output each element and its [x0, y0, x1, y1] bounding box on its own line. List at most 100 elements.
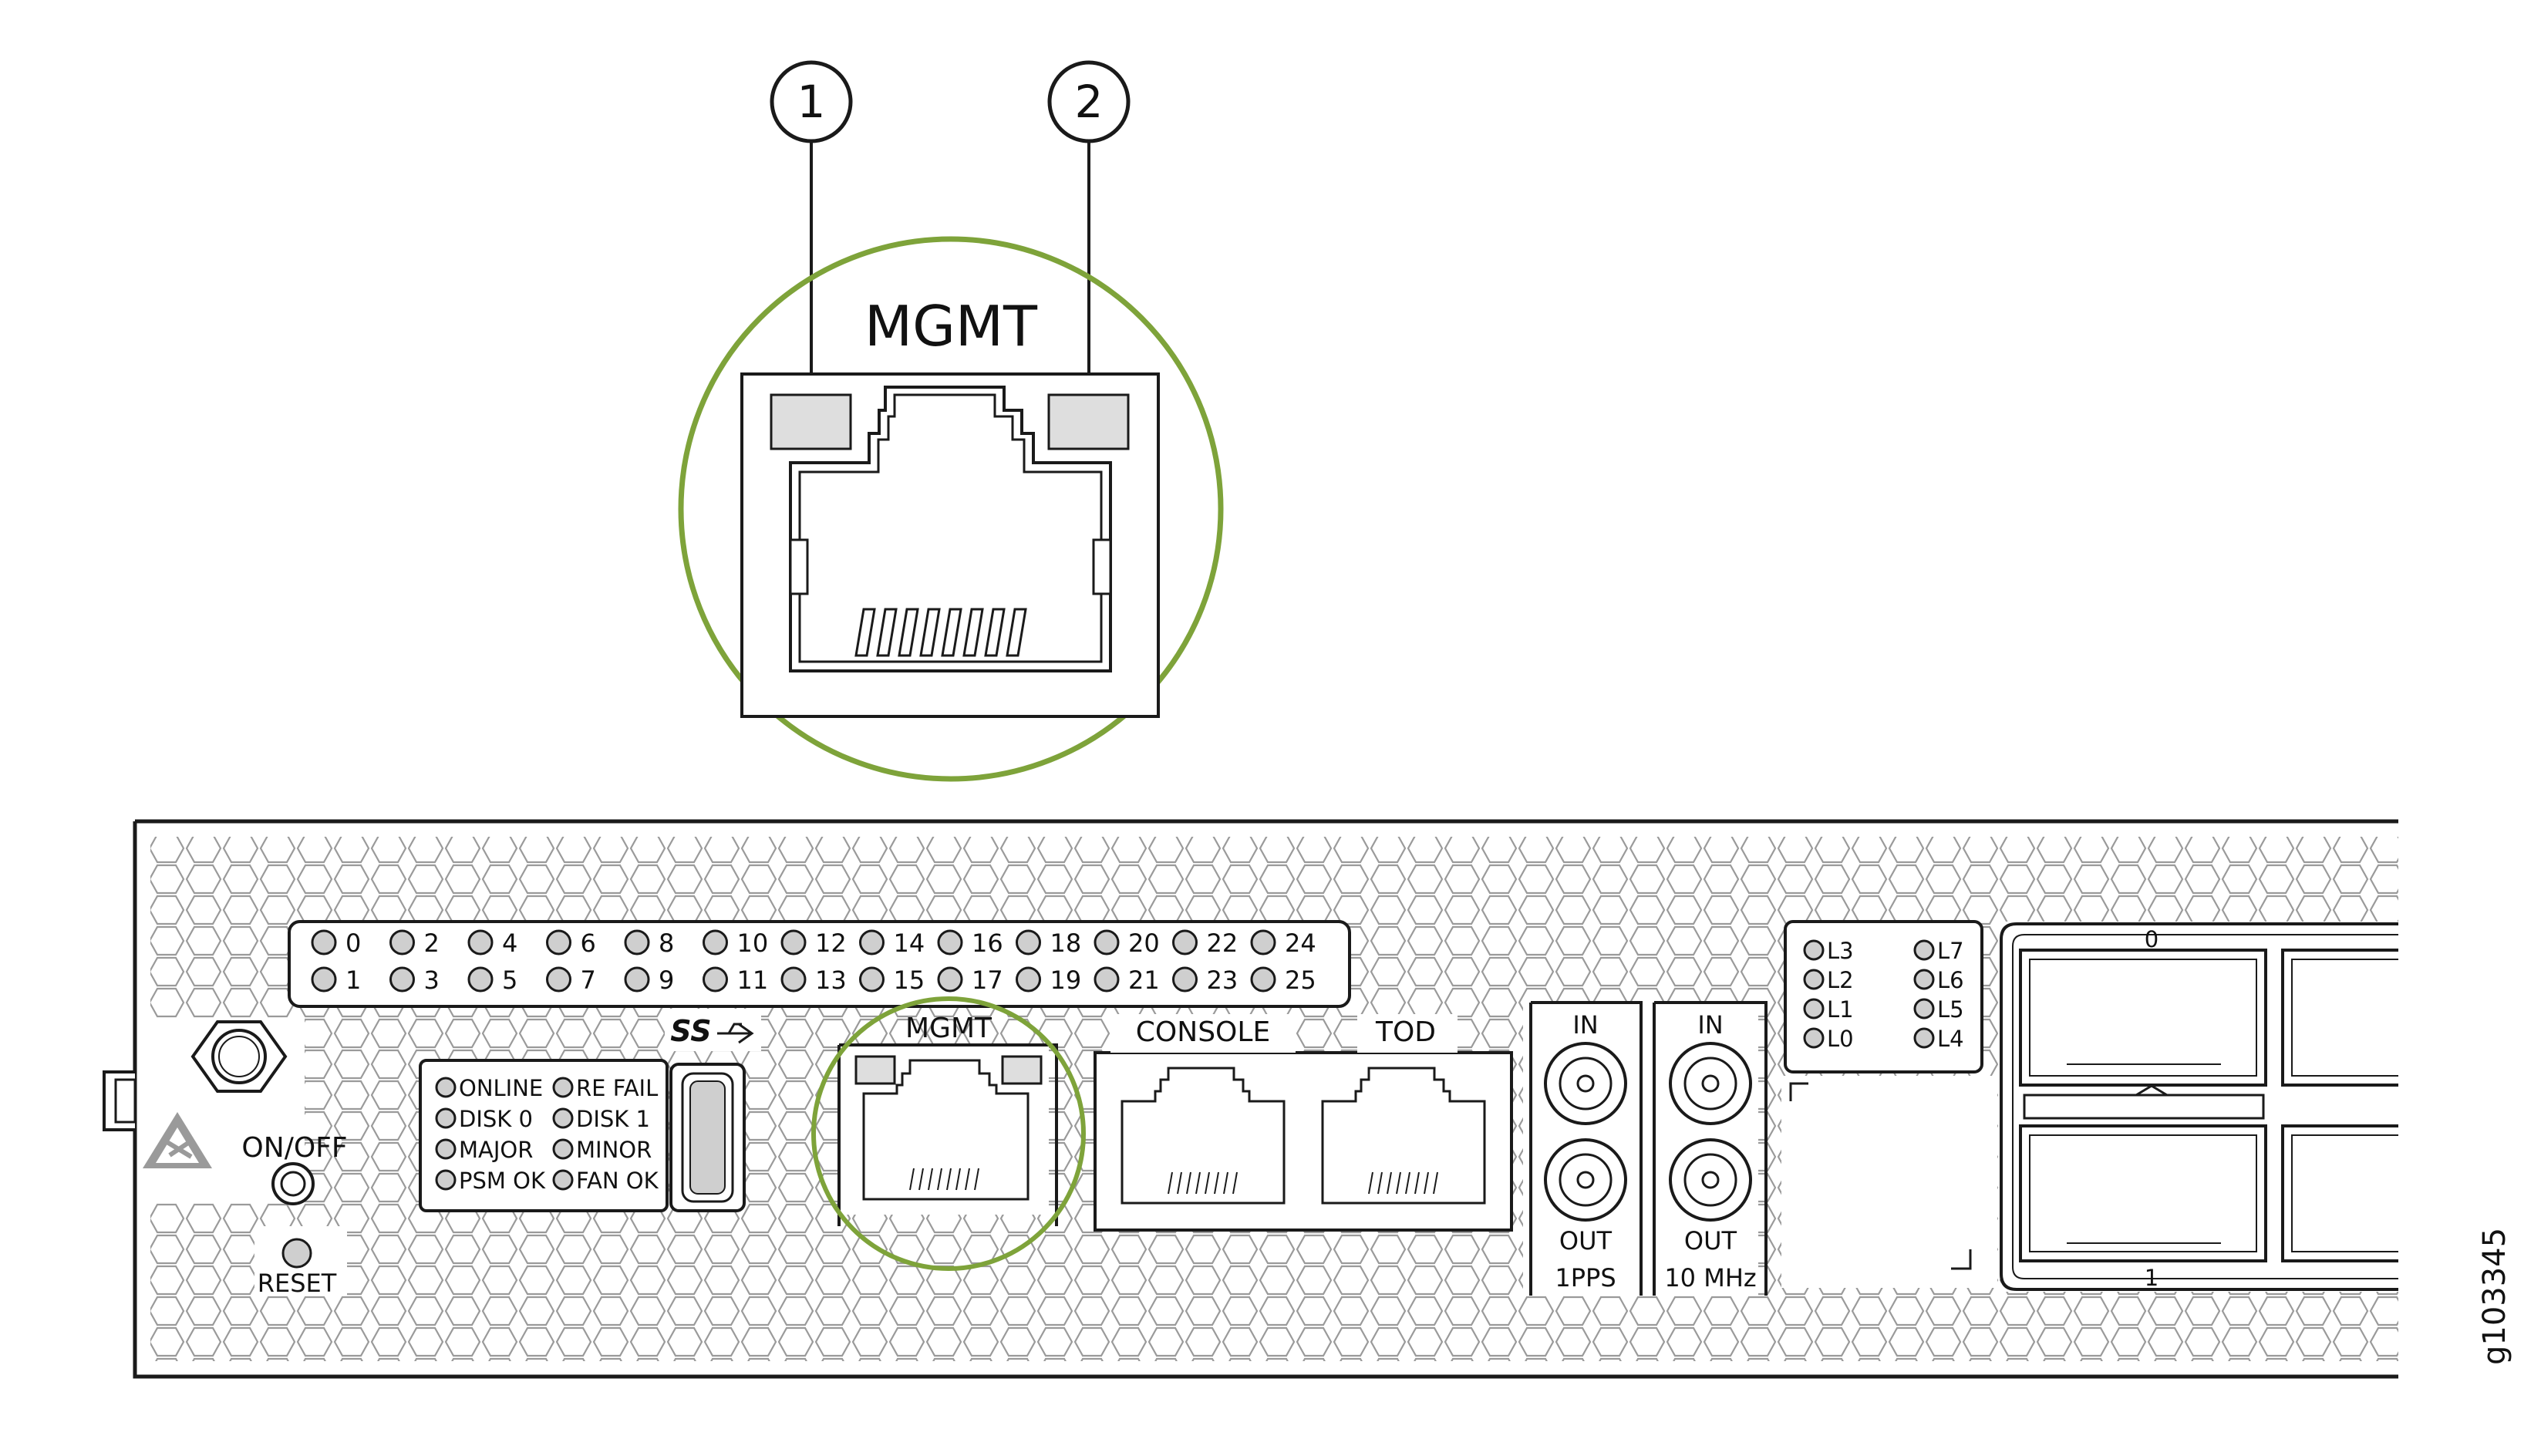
status-led-label: ONLINE — [459, 1075, 543, 1101]
zoomed-mgmt-view: 1 2 MGMT — [678, 60, 1224, 782]
port-led — [624, 966, 650, 993]
port-led — [389, 966, 415, 993]
port-led — [703, 929, 728, 956]
port-led — [780, 929, 807, 956]
mhz-in-connector[interactable] — [1669, 1042, 1752, 1125]
lane-led-label: L1 — [1827, 996, 1854, 1023]
port-led-label: 14 — [894, 929, 925, 958]
qsfp-port-1[interactable] — [2019, 1124, 2267, 1262]
qsfp-port-3[interactable] — [2281, 1124, 2398, 1262]
port-led — [311, 929, 337, 956]
port-led-label: 24 — [1285, 929, 1316, 958]
contact-pin — [854, 608, 876, 657]
status-led-label: FAN OK — [576, 1168, 659, 1194]
mgmt-link-led — [854, 1055, 896, 1085]
port-led-label: 4 — [502, 929, 517, 958]
port-led — [937, 966, 963, 993]
mhz-out-label: OUT — [1684, 1226, 1737, 1255]
usb-label: SS — [670, 1014, 711, 1048]
port-led-label: 2 — [424, 929, 440, 958]
port-led-label: 15 — [894, 966, 925, 995]
contact-pin — [919, 608, 941, 657]
status-led-label: RE FAIL — [576, 1075, 658, 1101]
reset-label: RESET — [258, 1269, 337, 1298]
port-led — [780, 966, 807, 993]
port-led — [546, 929, 571, 956]
port-led — [859, 966, 885, 993]
port-led-label: 21 — [1128, 966, 1160, 995]
port-led-label: 11 — [737, 966, 769, 995]
port-led-label: 18 — [1050, 929, 1082, 958]
reset-button[interactable] — [254, 1226, 347, 1296]
lane-led — [1913, 939, 1935, 961]
qsfp-port-0[interactable] — [2019, 949, 2267, 1087]
qsfp-divider — [2023, 1094, 2265, 1120]
status-led-label: DISK 0 — [459, 1106, 533, 1132]
port-led-label: 22 — [1207, 929, 1238, 958]
pps-out-connector[interactable] — [1544, 1138, 1627, 1222]
callout-1-number: 1 — [797, 76, 826, 128]
lane-led-label: L4 — [1937, 1026, 1964, 1052]
tod-port[interactable] — [1321, 1067, 1486, 1205]
mgmt-port-label: MGMT — [905, 1013, 992, 1044]
status-led — [435, 1107, 457, 1129]
mhz-out-connector[interactable] — [1669, 1138, 1752, 1222]
mgmt-port[interactable] — [837, 1043, 1058, 1226]
port-led — [1172, 966, 1198, 993]
callout-2: 2 — [1047, 60, 1131, 143]
port-led-label: 19 — [1050, 966, 1082, 995]
console-port-label: CONSOLE — [1136, 1016, 1270, 1048]
pps-out-label: OUT — [1559, 1226, 1613, 1255]
port-led — [467, 929, 494, 956]
contact-pin — [1006, 608, 1027, 657]
figure-id: g103345 — [2477, 1228, 2512, 1365]
port-led — [859, 929, 885, 956]
port-led — [1172, 929, 1198, 956]
pps-in-label: IN — [1572, 1010, 1598, 1040]
lane-led — [1913, 1027, 1935, 1049]
status-led-label: DISK 1 — [576, 1106, 650, 1132]
port-led-label: 0 — [345, 929, 361, 958]
lane-led — [1803, 939, 1825, 961]
port-led — [467, 966, 494, 993]
port-led-label: 9 — [659, 966, 674, 995]
status-led-label: PSM OK — [459, 1168, 546, 1194]
status-led — [435, 1169, 457, 1191]
tod-port-label: TOD — [1375, 1016, 1436, 1048]
lane-led-label: L7 — [1937, 938, 1964, 964]
qsfp-label-0: 0 — [2145, 926, 2159, 952]
usb-superspeed-icon: SS — [665, 1009, 761, 1051]
port-led-label: 25 — [1285, 966, 1316, 995]
lane-led-label: L5 — [1937, 996, 1964, 1023]
port-led-label: 5 — [502, 966, 517, 995]
port-led — [1250, 966, 1276, 993]
mhz-bracket — [1653, 1001, 1768, 1296]
console-port[interactable] — [1121, 1067, 1286, 1205]
esd-warning-icon — [139, 1099, 224, 1168]
zoom-contact-pins — [854, 608, 1027, 657]
status-led — [552, 1138, 574, 1160]
zoom-rj45-jack — [789, 386, 1112, 672]
zoom-link-led — [770, 393, 852, 450]
pps-in-connector[interactable] — [1544, 1042, 1627, 1125]
callout-2-number: 2 — [1075, 76, 1104, 128]
contact-pin — [876, 608, 898, 657]
lane-led — [1803, 969, 1825, 990]
port-led — [1250, 929, 1276, 956]
port-led — [624, 929, 650, 956]
contact-pin — [984, 608, 1006, 657]
qsfp-port-2[interactable] — [2281, 949, 2398, 1087]
port-led-label: 16 — [972, 929, 1003, 958]
port-led — [1094, 966, 1120, 993]
port-led-label: 1 — [345, 966, 361, 995]
lane-led-label: L0 — [1827, 1026, 1854, 1052]
mgmt-activity-led — [1001, 1055, 1043, 1085]
usb-port[interactable] — [669, 1063, 746, 1212]
mhz-name-label: 10 MHz — [1664, 1263, 1756, 1293]
lane-led — [1803, 1027, 1825, 1049]
status-led — [552, 1107, 574, 1129]
status-led — [552, 1169, 574, 1191]
